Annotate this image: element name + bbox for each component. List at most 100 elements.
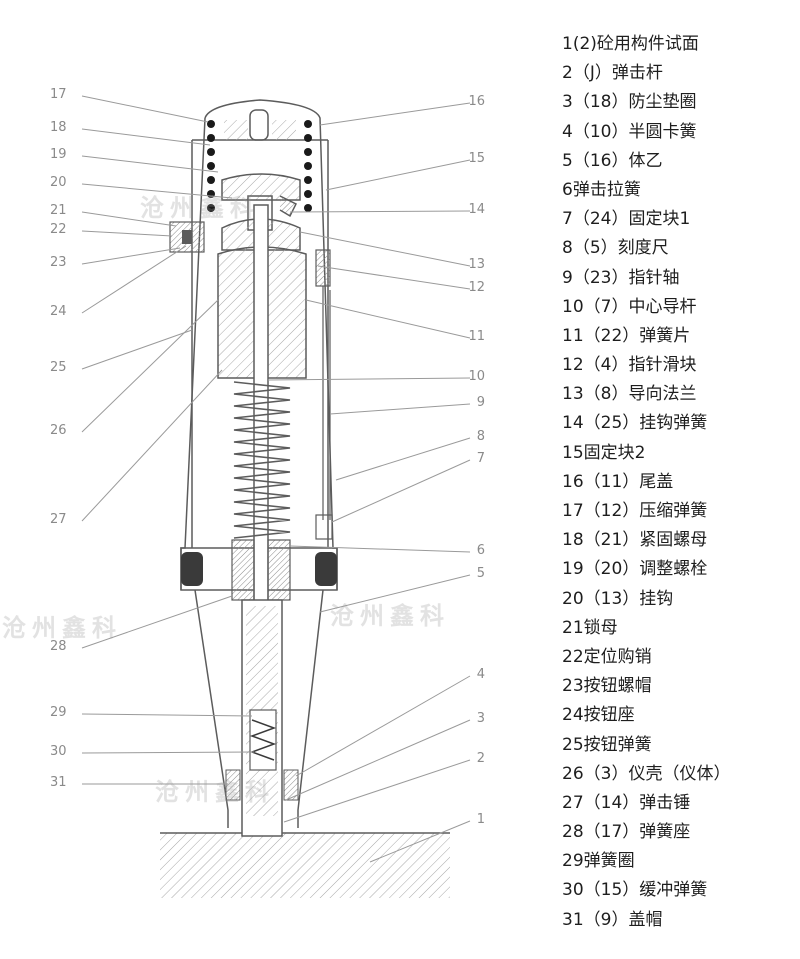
callout-number: 2 (477, 751, 485, 766)
callout-leader-line (81, 128, 211, 146)
callout-leader-line (81, 95, 209, 123)
callout-leader-line (81, 299, 219, 433)
callout-leader-line (369, 820, 471, 863)
callout-leader-line (285, 719, 471, 801)
legend-item: 6弹击拉簧 (562, 179, 641, 200)
callout-leader-line (81, 155, 219, 173)
callout-leader-line (81, 751, 255, 754)
callout-leader-line (295, 675, 471, 777)
impact-spring (233, 381, 291, 539)
legend-item: 31（9）盖帽 (562, 909, 663, 930)
callout-number: 20 (50, 175, 67, 190)
legend-item: 1(2)砼用构件试面 (562, 34, 699, 54)
callout-leader-line (283, 759, 471, 823)
callout-number: 24 (50, 304, 67, 319)
callout-leader-line (267, 377, 471, 381)
legend-item: 27（14）弹击锤 (562, 792, 691, 813)
legend-item: 4（10）半圆卡簧 (562, 121, 697, 142)
callout-number: 17 (50, 87, 67, 102)
callout-leader-line (289, 210, 471, 213)
callout-leader-line (305, 299, 471, 339)
callout-number: 4 (477, 667, 485, 682)
legend-item: 17（12）压缩弹簧 (562, 501, 708, 521)
callout-number: 28 (50, 639, 67, 654)
legend-item: 24按钮座 (562, 705, 635, 726)
callout-leader-line (81, 369, 223, 522)
legend-item: 21锁母 (562, 617, 618, 638)
legend-item: 10（7）中心导杆 (562, 296, 697, 317)
legend-item: 14（25）挂钩弹簧 (562, 413, 708, 434)
callout-leader-line (335, 437, 471, 481)
legend-item: 9（23）指针轴 (562, 267, 680, 288)
legend-item: 19（20）调整螺栓 (562, 559, 708, 580)
callout-leader-line (81, 211, 177, 227)
legend-item: 15固定块2 (562, 442, 646, 463)
callout-leader-line (81, 183, 233, 199)
legend-item: 13（8）导向法兰 (562, 384, 697, 405)
callout-number: 25 (50, 360, 67, 375)
legend-item: 18（21）紧固螺母 (562, 530, 708, 551)
callout-leader-line (81, 247, 181, 265)
callout-number: 8 (477, 429, 485, 444)
scale-and-pointer (315, 249, 333, 540)
compression-spring-coils (207, 120, 312, 212)
button-assembly (169, 221, 205, 253)
legend-item: 29弹簧圈 (562, 851, 635, 872)
impact-plunger (241, 599, 283, 837)
callout-number: 30 (50, 744, 67, 759)
instrument-casing (180, 99, 338, 828)
callout-number: 13 (468, 257, 485, 272)
callout-number: 31 (50, 775, 67, 790)
callout-leader-line (289, 545, 471, 553)
callout-leader-line (319, 574, 471, 613)
callout-number: 11 (468, 329, 485, 344)
callout-leader-line (299, 231, 471, 267)
legend-item: 5（16）体乙 (562, 150, 663, 171)
callout-leader-line (81, 245, 187, 314)
callout-number: 15 (468, 151, 485, 166)
callout-leader-line (329, 403, 471, 415)
watermark: 沧州鑫科 (2, 613, 122, 642)
callout-number: 3 (477, 711, 485, 726)
legend-item: 2（J）弹击杆 (562, 63, 663, 84)
callout-number: 1 (477, 812, 485, 827)
watermark: 沧州鑫科 (140, 193, 260, 222)
callout-leader-line (81, 230, 173, 237)
callout-number: 22 (50, 222, 67, 237)
callout-leader-line (331, 459, 471, 523)
callout-number: 9 (477, 395, 485, 410)
callout-leader-line (319, 102, 471, 126)
watermark: 沧州鑫科 (155, 777, 275, 806)
callout-labels: 1718192021222324252627282930311615141312… (50, 87, 485, 863)
legend-item: 3（18）防尘垫圈 (562, 92, 697, 113)
callout-number: 19 (50, 147, 67, 162)
legend-item: 16（11）尾盖 (562, 471, 674, 492)
legend-item: 25按钮弹簧 (562, 734, 652, 755)
callout-number: 16 (468, 94, 485, 109)
callout-number: 21 (50, 203, 67, 218)
callout-leader-line (81, 713, 253, 717)
spring-seat (181, 539, 337, 601)
test-surface (160, 832, 450, 898)
callout-number: 7 (477, 451, 485, 466)
legend-item: 23按钮螺帽 (562, 676, 652, 697)
callout-leader-line (81, 329, 193, 370)
watermark: 沧州鑫科 (330, 601, 450, 630)
tail-cap (224, 109, 296, 141)
callout-number: 5 (477, 566, 485, 581)
legend-item: 12（4）指针滑块 (562, 355, 697, 376)
callout-number: 12 (468, 280, 485, 295)
legend-item: 26（3）仪壳（仪体） (562, 763, 731, 784)
legend-item: 11（22）弹簧片 (562, 325, 691, 346)
legend-item: 22定位购销 (562, 646, 652, 667)
callout-number: 29 (50, 705, 67, 720)
legend-item: 30（15）缓冲弹簧 (562, 880, 708, 901)
end-cap (225, 769, 299, 801)
callout-leader-line (81, 595, 233, 649)
legend-item: 7（24）固定块1 (562, 209, 691, 230)
parts-legend: 1(2)砼用构件试面 2（J）弹击杆 3（18）防尘垫圈 4（10）半圆卡簧 5（16）… (562, 30, 798, 935)
legend-item: 20（13）挂钩 (562, 588, 674, 609)
callout-number: 18 (50, 120, 67, 135)
legend-item: 8（5）刻度尺 (562, 238, 669, 259)
